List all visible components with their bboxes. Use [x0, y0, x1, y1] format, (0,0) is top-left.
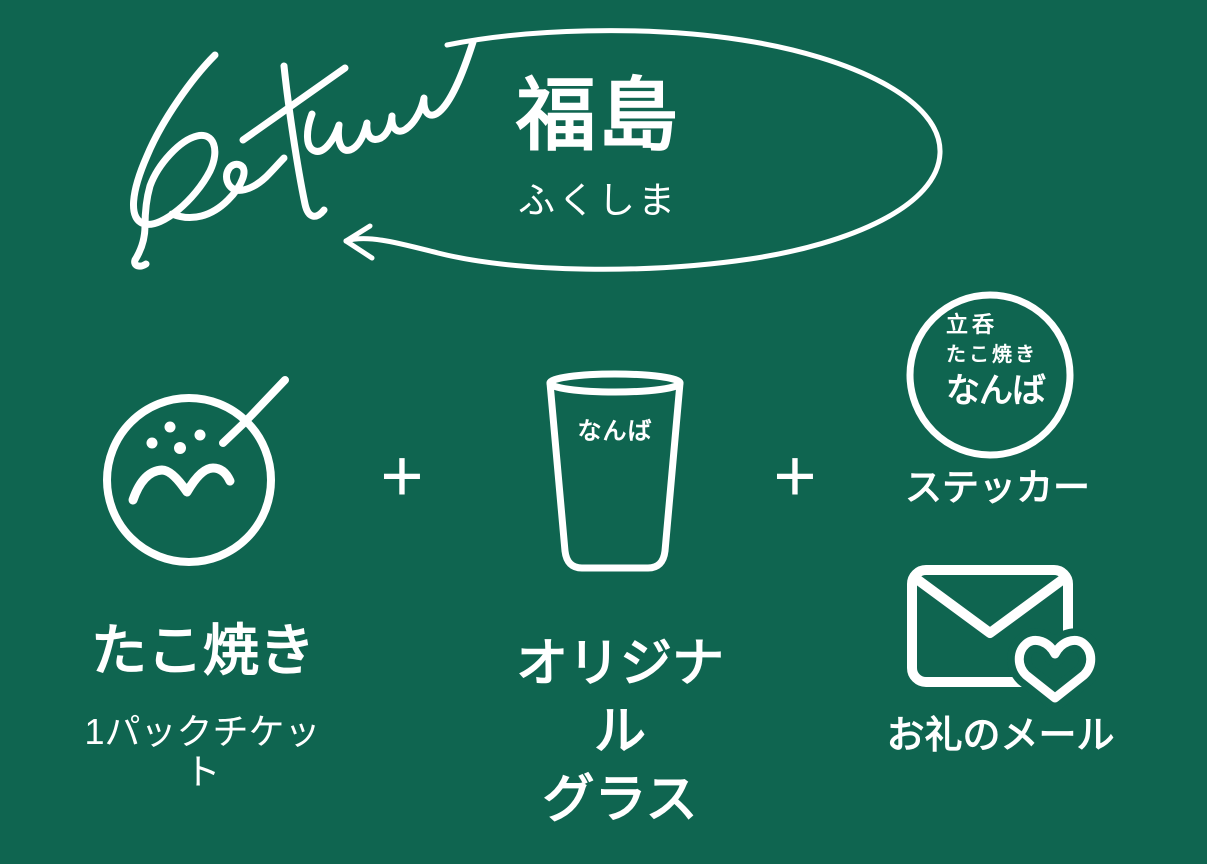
glass-icon [546, 370, 684, 572]
heart-outline [1014, 635, 1096, 703]
item-glass-title: オリジナル グラス [495, 630, 745, 834]
item-glass-title-line1: オリジナル [515, 635, 724, 761]
page-title: 福島 [516, 71, 680, 160]
mail-heart-icon [907, 565, 1100, 710]
namba-logo-text: 立呑 たこ焼き なんば [946, 312, 1046, 410]
return-script-lettering [130, 38, 477, 270]
logo-line-namba: なんば [946, 372, 1046, 410]
namba-circle-logo [906, 291, 1074, 459]
logo-line-takoyaki: たこ焼き [946, 344, 1038, 366]
item-glass-title-line2: グラス [542, 771, 698, 829]
item-takoyaki-title: たこ焼き [91, 619, 315, 682]
page-subtitle: ふくしま [518, 180, 678, 221]
item-takoyaki-subtitle: 1パックチケット [84, 711, 321, 792]
item-mail-title: お礼のメール [886, 715, 1115, 757]
loop-arrow-icon [343, 28, 943, 272]
takoyaki-pick-icon [103, 376, 289, 566]
logo-line-tachinomi: 立呑 [946, 312, 999, 337]
glass-brand-text: なんば [577, 418, 653, 445]
plus-separator-1: + [380, 434, 424, 517]
item-sticker-title: ステッカー [905, 467, 1090, 508]
return-script-label: Return [0, 0, 1, 1]
plus-separator-2: + [773, 434, 817, 517]
